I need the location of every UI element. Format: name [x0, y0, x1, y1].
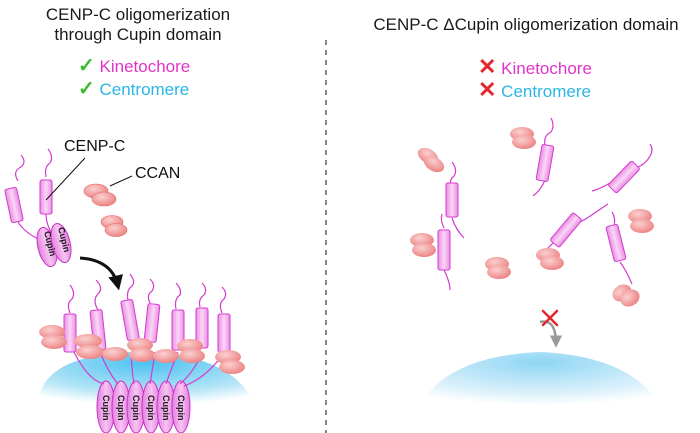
- chromatin-left: [38, 352, 255, 405]
- assembled-cenpc: [67, 273, 227, 387]
- left-title-line2: through Cupin domain: [54, 25, 222, 44]
- svg-text:Cupin: Cupin: [131, 395, 141, 421]
- left-title-line1: CENP-C oligomerization: [45, 5, 231, 24]
- svg-text:Cupin: Cupin: [161, 395, 171, 421]
- ccan-free-right: [410, 127, 654, 307]
- assembly-arrow: [79, 256, 123, 291]
- right-status-kinetochore: ✕ Kinetochore: [478, 56, 592, 78]
- check-icon: ✓: [78, 78, 95, 100]
- ccan-free-left-1: [83, 183, 117, 207]
- svg-text:Cupin: Cupin: [101, 395, 111, 421]
- cenpc-pointer: [45, 157, 86, 201]
- ccan-pointer: [109, 175, 133, 187]
- assembled-ccan: [39, 325, 245, 374]
- left-status-kinetochore: ✓ Kinetochore: [78, 56, 190, 76]
- svg-text:Cupin: Cupin: [116, 395, 126, 421]
- kinetochore-label: Kinetochore: [99, 57, 191, 76]
- blocked-x-mark: [541, 309, 559, 327]
- check-icon: ✓: [78, 55, 95, 77]
- assembled-rods: [63, 299, 231, 353]
- cross-icon: ✕: [478, 77, 497, 102]
- kinetochore-label: Kinetochore: [501, 59, 592, 78]
- left-status-centromere: ✓ Centromere: [78, 79, 189, 99]
- cenpc-free-left-2: [39, 148, 53, 235]
- cenpc-free-left-1: [4, 154, 41, 241]
- cupin-pair-free-left: Cupin Cupin: [36, 222, 72, 268]
- right-status-centromere: ✕ Centromere: [478, 79, 591, 101]
- chromatin-right: [420, 352, 660, 405]
- centromere-label: Centromere: [99, 80, 190, 99]
- svg-text:Cupin: Cupin: [176, 395, 186, 421]
- ccan-free-left-2: [100, 215, 128, 237]
- ccan-label: CCAN: [135, 165, 181, 182]
- svg-text:Cupin: Cupin: [146, 395, 156, 421]
- centromere-label: Centromere: [501, 82, 591, 101]
- blocked-arrow: [539, 320, 563, 348]
- cross-icon: ✕: [478, 54, 497, 79]
- cenpc-dcupin-rods: [437, 144, 640, 271]
- right-title: CENP-C ΔCupin oligomerization domain: [373, 15, 679, 34]
- cenpc-label: CENP-C: [64, 138, 126, 155]
